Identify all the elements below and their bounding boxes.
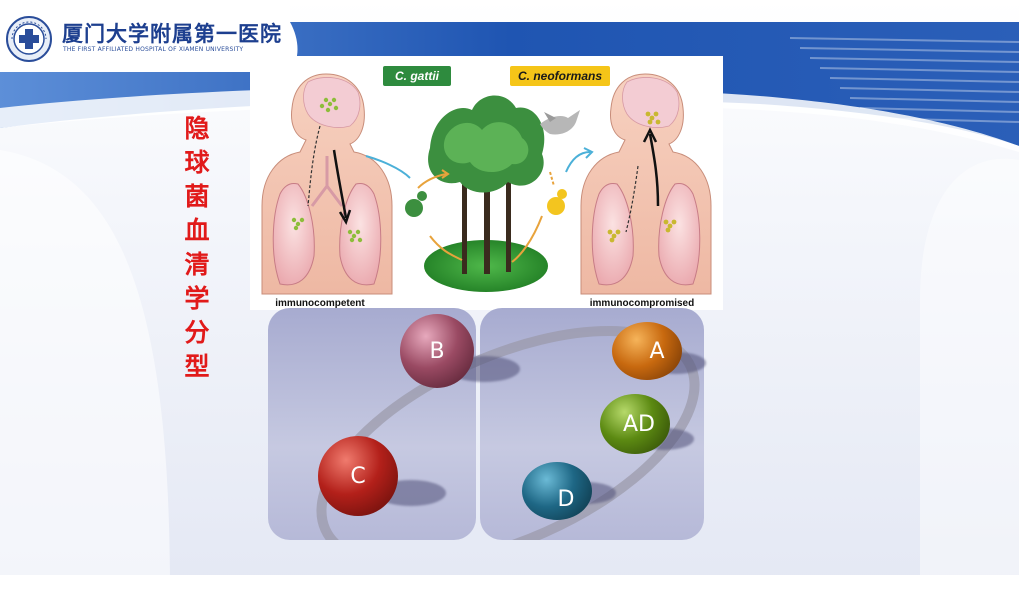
- c-gattii-text: C. gattii: [395, 69, 440, 83]
- eucalyptus-trees: [428, 95, 545, 274]
- hospital-emblem-icon: [6, 16, 52, 62]
- c-gattii-label: C. gattii: [383, 66, 451, 86]
- immunocompetent-label: immunocompetent: [275, 298, 365, 309]
- slide-title: 隐球菌血清学分型: [184, 114, 210, 381]
- serotype-b-sphere: B: [400, 314, 474, 388]
- c-neoformans-text: C. neoformans: [518, 69, 602, 83]
- serotype-ad-label: AD: [623, 411, 655, 437]
- serotype-panels: B C A AD D: [268, 308, 706, 540]
- immunocompromised-label: immunocompromised: [590, 298, 694, 309]
- hospital-english-name: THE FIRST AFFILIATED HOSPITAL OF XIAMEN …: [63, 46, 244, 53]
- c-gattii-cell-icon: [405, 191, 427, 217]
- c-neoformans-label: C. neoformans: [510, 66, 610, 86]
- serotype-d-label: D: [557, 486, 575, 512]
- serotype-b-label: B: [429, 338, 445, 364]
- left-person: [261, 73, 393, 295]
- serotype-c-sphere: C: [318, 436, 398, 516]
- cryptococcus-lifecycle-figure: C. gattii C. neoformans immunocompetent …: [250, 56, 723, 310]
- hospital-name: 厦门大学附属第一医院: [62, 21, 282, 46]
- serotype-c-label: C: [350, 463, 366, 489]
- right-person: [580, 73, 712, 295]
- serotype-d-sphere: D: [522, 462, 592, 520]
- pigeon-icon: [540, 110, 580, 135]
- c-neoformans-cell-icon: [547, 189, 567, 215]
- serotype-ad-sphere: AD: [600, 394, 670, 454]
- hospital-logo-block: 厦门大学附属第一医院 THE FIRST AFFILIATED HOSPITAL…: [6, 16, 281, 62]
- serotype-a-sphere: A: [612, 322, 682, 380]
- serotype-a-label: A: [649, 338, 665, 364]
